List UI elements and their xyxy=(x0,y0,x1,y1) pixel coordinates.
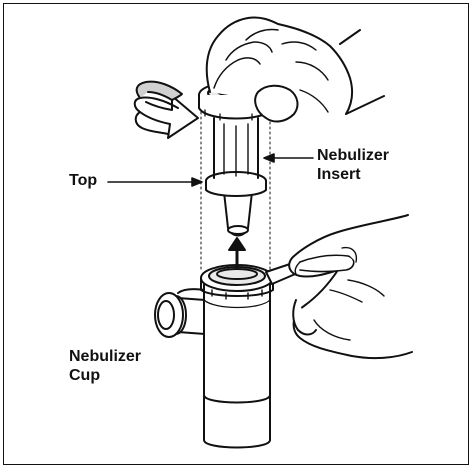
cup-side-port xyxy=(154,288,206,338)
label-top: Top xyxy=(69,172,98,189)
label-leaders xyxy=(107,153,314,187)
label-nebulizer-cup: Nebulizer Cup xyxy=(69,347,141,385)
upper-hand xyxy=(205,16,385,123)
rotate-arrow-icon xyxy=(133,80,199,139)
upward-arrow-icon xyxy=(228,237,246,270)
label-insert-line-2: Insert xyxy=(317,166,361,183)
label-cup-line-2: Cup xyxy=(69,367,101,384)
label-insert-line-1: Nebulizer xyxy=(317,147,390,164)
nebulizer-cup xyxy=(154,264,274,449)
label-cup-line-1: Nebulizer xyxy=(69,348,142,365)
alignment-guides xyxy=(200,91,271,271)
label-nebulizer-insert: Nebulizer Insert xyxy=(317,146,389,184)
lower-hand xyxy=(265,214,413,360)
